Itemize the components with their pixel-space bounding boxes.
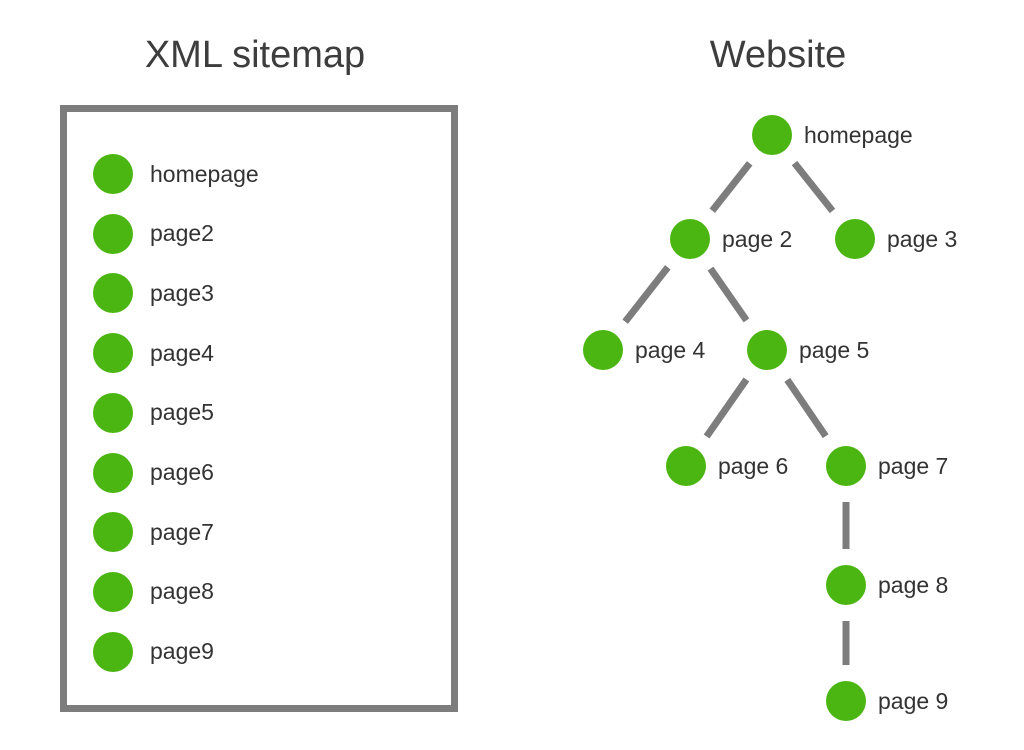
tree-node-page9-label: page 9 [878,688,949,714]
list-item-label: page6 [150,459,214,485]
tree-node-page3-label: page 3 [887,226,958,252]
tree-node-homepage-dot-icon [752,115,792,155]
tree-node-page6-label: page 6 [718,453,789,479]
list-item-label: page2 [150,220,214,247]
xml-sitemap-title: XML sitemap [144,34,366,76]
list-item-label: homepage [150,160,259,187]
list-item: page2 [67,213,451,254]
page-dot-icon [93,631,133,672]
list-item-label: page5 [150,399,214,426]
list-item-label: page4 [150,339,214,366]
list-item-label: page3 [150,279,214,306]
tree-edge-page5-page7 [784,377,829,439]
tree-node-page4-dot-icon [583,330,623,370]
tree-node-page8-label: page 8 [878,572,949,598]
page-dot-icon [93,571,133,612]
tree-node-page5-label: page 5 [799,337,870,363]
tree-node-homepage-label: homepage [804,122,913,148]
list-item: page5 [67,392,451,433]
page-dot-icon [93,452,133,493]
tree-node-page7-dot-icon [826,446,866,486]
tree-node-page2-dot-icon [670,219,710,259]
sitemap-box: homepage page2 page3 page4 page5 page6 page7 pa… [60,105,458,712]
page-dot-icon [93,333,133,374]
list-item-label: page9 [150,638,214,665]
tree-edge-page2-page5 [707,266,750,323]
list-item: page8 [67,571,451,612]
list-item: homepage [67,154,451,194]
tree-edge-page5-page6 [703,377,750,439]
website-title: Website [709,34,847,76]
list-item-label: page7 [150,518,214,545]
tree-node-page9-dot-icon [826,681,866,721]
tree-node-page2-label: page 2 [722,226,793,252]
tree-node-page6-dot-icon [666,446,706,486]
tree-node-page8-dot-icon [826,565,866,605]
tree-node-page7-label: page 7 [878,453,949,479]
list-item-label: page8 [150,578,214,605]
tree-node-page3-dot-icon [835,219,875,259]
page-dot-icon [93,154,133,194]
tree-edge-page2-page4 [622,265,671,324]
tree-node-page5-dot-icon [747,330,787,370]
list-item: page3 [67,273,451,314]
list-item: page6 [67,452,451,493]
page-dot-icon [93,213,133,254]
page-dot-icon [93,392,133,433]
list-item: page7 [67,512,451,553]
list-item: page9 [67,631,451,672]
page-dot-icon [93,273,133,314]
page-dot-icon [93,512,133,553]
list-item: page4 [67,333,451,374]
tree-edge-homepage-page3 [791,160,836,214]
tree-node-page4-label: page 4 [635,337,706,363]
tree-edge-homepage-page2 [709,161,753,213]
